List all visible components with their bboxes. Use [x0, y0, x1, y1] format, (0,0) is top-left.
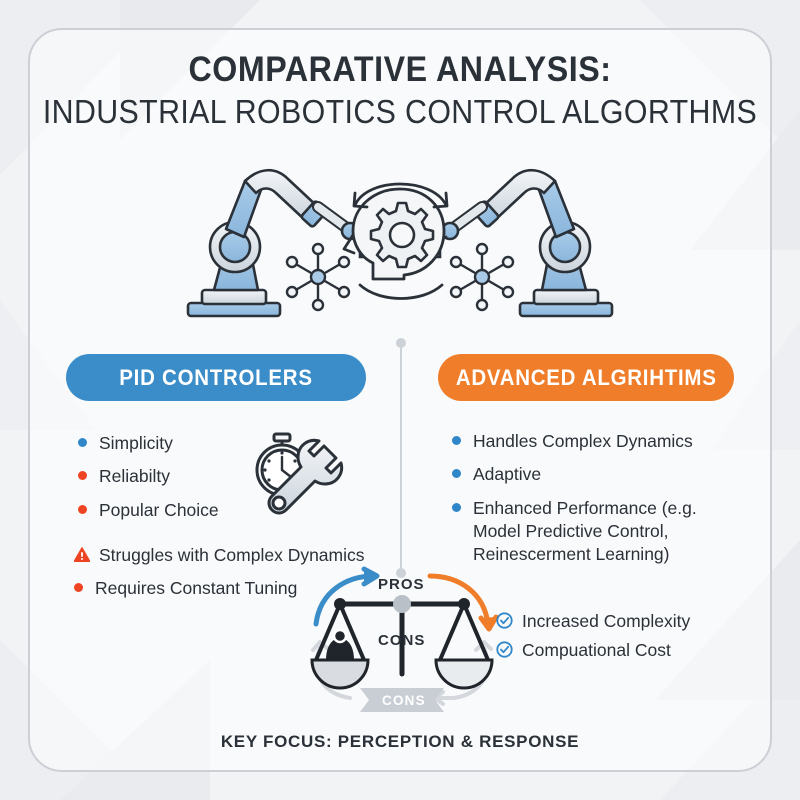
- pros-cons-scale-graphic: PROS CONS CONS: [302, 566, 502, 721]
- bullet-dot-icon: [78, 438, 87, 447]
- pid-cons-list: Struggles with Complex Dynamics Requires…: [73, 544, 374, 611]
- list-item: Requires Constant Tuning: [74, 577, 374, 600]
- check-circle-icon: [496, 641, 513, 658]
- list-item-label: Compuational Cost: [522, 640, 671, 661]
- divider-dot-top: [396, 338, 406, 348]
- list-item: Handles Complex Dynamics: [452, 430, 742, 453]
- advanced-algorithms-header-pill[interactable]: ADVANCED ALGRIHTIMS: [438, 354, 734, 401]
- advanced-cons-list: Increased Complexity Compuational Cost: [496, 610, 746, 669]
- scale-pros-label: PROS: [378, 576, 425, 593]
- list-item-label: Struggles with Complex Dynamics: [99, 545, 365, 565]
- list-item-label: Enhanced Performance (e.g. Model Predict…: [473, 497, 697, 565]
- list-item: Compuational Cost: [496, 639, 746, 662]
- stopwatch-wrench-icon: [248, 432, 344, 520]
- pid-controllers-label: PID CONTROLERS: [119, 364, 313, 390]
- list-item-label: Handles Complex Dynamics: [473, 431, 693, 451]
- list-item-label: Adaptive: [473, 464, 542, 485]
- bullet-dot-icon: [74, 583, 83, 593]
- check-circle-icon: [496, 612, 513, 629]
- pid-pros-list: Simplicity Reliabilty Popular Choice: [78, 432, 358, 532]
- list-item: Reliabilty: [78, 465, 358, 488]
- list-item-label: Increased Complexity: [522, 611, 691, 631]
- title-line-2: INDUSTRIAL ROBOTICS CONTROL ALGORTHMS: [42, 93, 758, 131]
- bullet-dot-icon: [452, 436, 461, 445]
- list-item: Adaptive: [452, 463, 742, 486]
- footer-caption: KEY FOCUS: PERCEPTION & RESPONSE: [220, 732, 580, 751]
- scale-cons-ribbon-label: CONS: [382, 693, 426, 708]
- list-item: Increased Complexity: [496, 610, 746, 633]
- robotics-hero-illustration: [170, 145, 630, 330]
- warning-triangle-icon: [73, 547, 91, 563]
- column-divider: [396, 338, 406, 578]
- list-item-label: Simplicity: [99, 433, 173, 453]
- advanced-algorithms-label: ADVANCED ALGRIHTIMS: [455, 364, 717, 390]
- list-item-label: Reliabilty: [99, 466, 170, 487]
- pid-controllers-header-pill[interactable]: PID CONTROLERS: [66, 354, 366, 401]
- bullet-dot-icon: [78, 504, 87, 514]
- bullet-dot-icon: [78, 471, 87, 481]
- divider-dot-bottom: [396, 568, 406, 578]
- list-item-label: Popular Choice: [99, 499, 219, 520]
- list-item: Popular Choice: [78, 499, 358, 522]
- page-title: COMPARATIVE ANALYSIS: INDUSTRIAL ROBOTIC…: [0, 50, 800, 132]
- list-item: Enhanced Performance (e.g. Model Predict…: [452, 497, 742, 567]
- list-item: Struggles with Complex Dynamics: [73, 544, 374, 567]
- title-line-1: COMPARATIVE ANALYSIS:: [188, 50, 612, 89]
- bullet-dot-icon: [452, 469, 461, 479]
- advanced-pros-list: Handles Complex Dynamics Adaptive Enhanc…: [452, 430, 742, 576]
- bullet-dot-icon: [452, 502, 461, 512]
- list-item-label: Requires Constant Tuning: [95, 578, 298, 599]
- list-item: Simplicity: [78, 432, 358, 455]
- scale-cons-label: CONS: [378, 632, 426, 649]
